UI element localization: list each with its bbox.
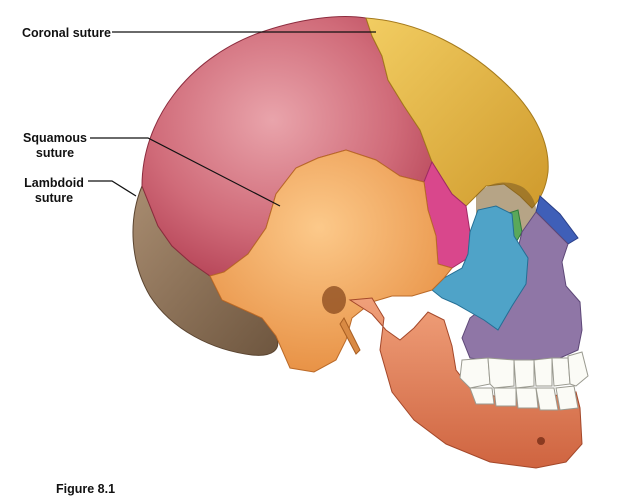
coronal-suture-label: Coronal suture — [22, 26, 111, 41]
squamous-suture-label: Squamous suture — [18, 131, 92, 161]
lambdoid-label-line1: Lambdoid — [16, 176, 92, 191]
squamous-label-line1: Squamous — [18, 131, 92, 146]
lambdoid-leader-line — [88, 181, 136, 196]
figure-caption: Figure 8.1 — [56, 482, 115, 496]
lambdoid-label-line2: suture — [16, 191, 92, 206]
ear-canal — [322, 286, 346, 314]
squamous-label-line2: suture — [18, 146, 92, 161]
lambdoid-suture-label: Lambdoid suture — [16, 176, 92, 206]
mental-foramen — [537, 437, 545, 445]
